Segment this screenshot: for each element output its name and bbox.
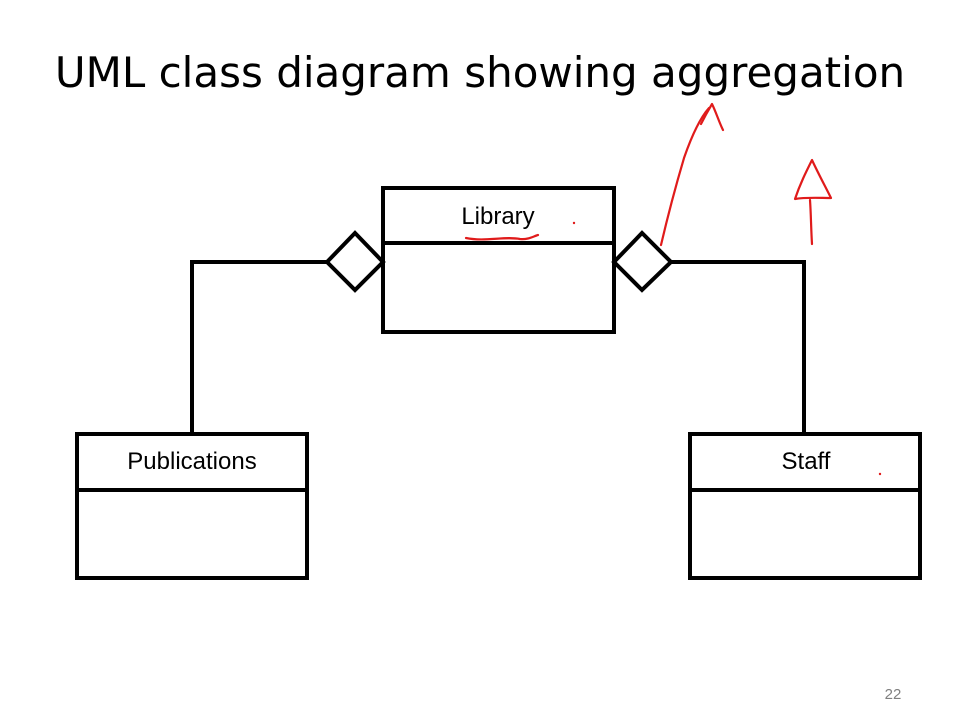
connector-library-staff [671,260,806,433]
arrowhead-annotation [699,102,725,132]
connector-library-publications [190,260,327,433]
underline-annotation [464,233,540,241]
class-library[interactable]: Library [381,186,616,334]
class-staff[interactable]: Staff [688,432,922,580]
aggregation-diamond-left [324,230,386,293]
arrow-shaft-annotation [659,106,711,247]
class-library-box [381,186,616,334]
ink-dot-2 [878,472,882,476]
slide-title: UML class diagram showing aggregation [54,48,906,97]
class-library-name: Library [461,203,534,230]
triangle-stem-annotation [808,198,814,246]
class-staff-name: Staff [782,448,831,475]
aggregation-diamond-right [611,230,674,293]
triangle-annotation [793,158,833,201]
ink-dot-1 [572,221,576,225]
class-staff-box [688,432,922,580]
class-publications-name: Publications [127,448,256,475]
class-publications-box [75,432,309,580]
class-publications[interactable]: Publications [75,432,309,580]
slide-number: 22 [884,686,902,703]
